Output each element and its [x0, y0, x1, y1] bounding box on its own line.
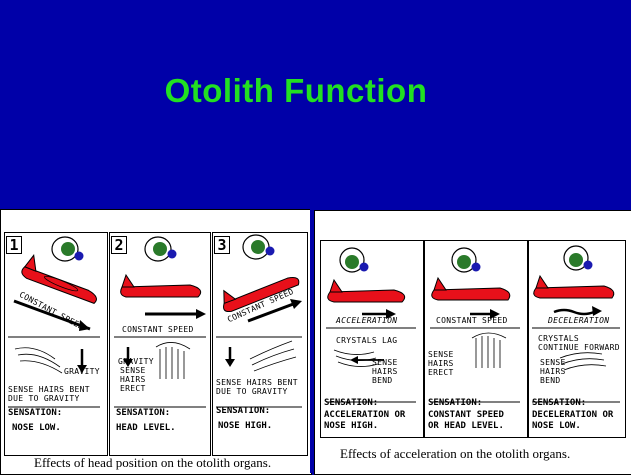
sensation-1: NOSE LOW.	[12, 423, 61, 433]
pilot-head-3	[242, 234, 275, 260]
head-illustrations	[8, 234, 302, 408]
constant-sensation-label: SENSATION:	[428, 398, 483, 408]
decel-note: CRYSTALS CONTINUE FORWARD	[538, 334, 620, 352]
sensation-label-1: SENSATION:	[8, 408, 63, 418]
sensation-3: NOSE HIGH.	[218, 421, 273, 431]
head-position-caption: Effects of head position on the otolith …	[34, 455, 272, 470]
sensation-label-3: SENSATION:	[216, 406, 271, 416]
pilot-head-constant	[451, 247, 481, 273]
accel-sense: SENSE HAIRS BEND	[372, 358, 398, 385]
panel-number-3: 3	[214, 236, 230, 254]
motion-label-2: CONSTANT SPEED	[122, 325, 194, 334]
sense-label-3: SENSE HAIRS BENT DUE TO GRAVITY	[216, 378, 298, 396]
head-frame-2	[109, 232, 211, 456]
panel-divider	[310, 209, 314, 473]
decel-sensation-line2: NOSE LOW.	[532, 421, 581, 431]
acceleration-caption: Effects of acceleration on the otolith o…	[340, 446, 571, 461]
accel-note: CRYSTALS LAG	[336, 336, 398, 345]
decel-sensation-line1: DECELERATION OR	[532, 410, 614, 420]
airplane-icon-3	[223, 277, 300, 313]
pilot-head-accel	[339, 247, 369, 273]
panel-number-2: 2	[111, 236, 127, 254]
panel-number-1: 1	[6, 236, 22, 254]
sensation-2: HEAD LEVEL.	[116, 423, 176, 433]
slide-title: Otolith Function	[164, 72, 428, 109]
accel-motion-label: ACCELERATION	[336, 316, 398, 325]
constant-sensation-line1: CONSTANT SPEED	[428, 410, 504, 420]
pilot-head-2	[144, 236, 177, 262]
constant-sensation-line2: OR HEAD LEVEL.	[428, 421, 504, 431]
head-frame-3	[212, 232, 308, 456]
constant-motion-label: CONSTANT SPEED	[436, 316, 508, 325]
head-frame-1	[4, 232, 108, 456]
sense-label-2: SENSE HAIRS ERECT	[120, 366, 146, 393]
airplane-icon-1	[21, 254, 97, 304]
accel-frame-3	[528, 240, 626, 438]
decel-sensation-label: SENSATION:	[532, 398, 587, 408]
airplane-icon-accel	[327, 278, 406, 303]
airplane-icon-decel	[533, 274, 615, 299]
sensation-label-2: SENSATION:	[116, 408, 171, 418]
pilot-head-decel	[563, 245, 593, 271]
accel-sensation-label: SENSATION:	[324, 398, 379, 408]
airplane-icon-2	[120, 273, 202, 298]
force-label-1: GRAVITY	[64, 367, 100, 376]
constant-sense: SENSE HAIRS ERECT	[428, 350, 454, 377]
accel-frame-1	[320, 240, 424, 438]
decel-motion-label: DECELERATION	[548, 316, 610, 325]
accel-sensation-line1: ACCELERATION OR	[324, 410, 406, 420]
pilot-head-1	[51, 236, 84, 262]
airplane-icon-constant	[431, 276, 511, 301]
acceleration-illustrations	[326, 245, 620, 403]
decel-sense: SENSE HAIRS BEND	[540, 358, 566, 385]
sense-label-1: SENSE HAIRS BENT DUE TO GRAVITY	[8, 385, 90, 403]
accel-frame-2	[424, 240, 528, 438]
accel-sensation-line2: NOSE HIGH.	[324, 421, 379, 431]
force-label-2: GRAVITY	[118, 357, 154, 366]
